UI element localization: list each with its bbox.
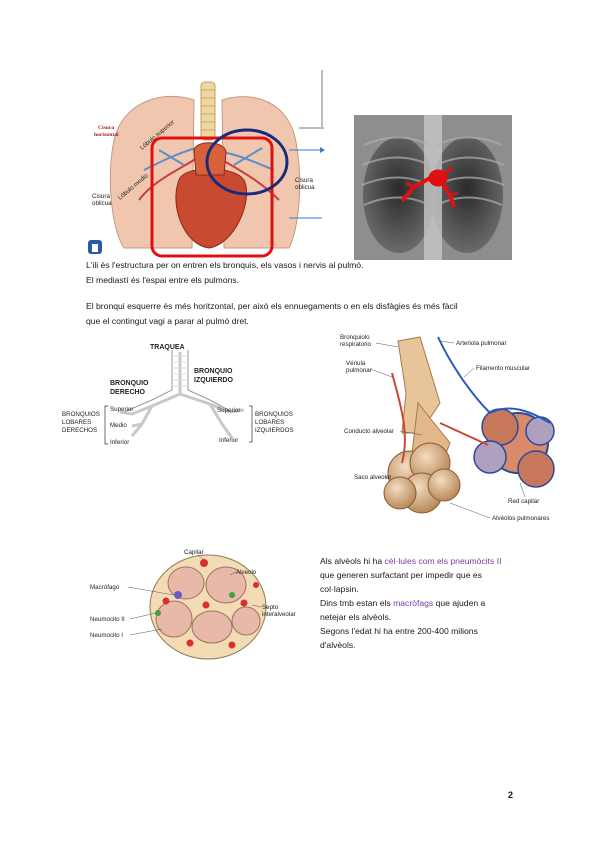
xray-left-lung (431, 137, 503, 253)
label-alveolos: Alvéolos pulmonares (492, 515, 549, 522)
label-bronquio-derecho-1: BRONQUIO (110, 380, 149, 387)
label-bronquio-izquierdo-1: BRONQUIO (194, 368, 233, 375)
bronchi-diagram: TRAQUEA BRONQUIO DERECHO BRONQUIO IZQUIE… (62, 344, 294, 446)
label-superior-right: Superior (110, 406, 133, 413)
hilum-highlight-box (150, 136, 274, 258)
aorta (193, 142, 227, 176)
side-text-highlight-macrophages: macròfags (393, 598, 434, 608)
label-inferior-left: Inferior (219, 437, 238, 444)
paragraph-mediastinum: El mediastí és l'espai entre els pulmons… (86, 275, 240, 285)
lungs-anatomy-figure: Cisura horizontal Lóbulo superior Lóbulo… (88, 70, 325, 258)
trachea (200, 81, 216, 141)
bracket-right (104, 405, 108, 445)
label-septo-2: interalveolar (262, 611, 296, 618)
alveoli-cells (155, 566, 261, 644)
label-oblique-fissure-left-2: oblicua (92, 200, 112, 207)
label-lobares-izquierdos-3: IZQUIERDOS (255, 427, 294, 434)
side-text-line-7: d'alvèols. (320, 640, 356, 650)
chest-xray-image (354, 115, 512, 260)
label-horizontal-fissure-2: horizontal (94, 132, 119, 138)
trachea-outline-right (187, 350, 233, 413)
side-text-line-5: netejar els alvèols. (320, 612, 392, 622)
label-bronquiolo-2: respiratorio (340, 341, 372, 348)
label-lobares-derechos-1: BRONQUIOS (62, 411, 100, 418)
neumocito-ii-cell (155, 610, 161, 616)
paragraph-hilum: L'ili és l'estructura per on entren els … (86, 260, 364, 270)
mediastinum-highlight-circle (205, 128, 289, 196)
cell-leader-lines (127, 554, 263, 636)
trachea-outline-left (123, 350, 173, 413)
label-inferior-right: Inferior (110, 439, 129, 446)
label-lobares-derechos-3: DERECHOS (62, 427, 97, 434)
bracket-left (249, 405, 253, 443)
alveolus-cells-diagram: Capilar Alveolo Macrófago Septo interalv… (90, 549, 296, 660)
alveoli-diagram: Bronquiolo respiratorio Arteriola pulmon… (340, 334, 555, 522)
macrofago-cell (174, 591, 182, 599)
label-medio: Medio (110, 422, 127, 429)
side-text-4c: que ajuden a (433, 598, 486, 608)
label-bronquiolo-1: Bronquiolo (340, 334, 370, 341)
xray-highlighted-bronchi (400, 165, 459, 208)
label-superior-left: Superior (217, 407, 240, 414)
label-alveolo: Alveolo (236, 569, 257, 576)
label-saco: Saco alveolar (354, 474, 392, 481)
alveoli-vessels (391, 336, 551, 464)
xray-spine (424, 115, 442, 260)
label-venula-1: Vénula (346, 360, 366, 367)
side-text-line-3: col·lapsin. (320, 584, 359, 594)
label-traquea: TRAQUEA (150, 344, 185, 351)
label-filamento: Filamento muscular (476, 365, 530, 372)
side-text-highlight-pneumocytes: cèl·lules com els pneumòcits II (384, 556, 502, 566)
label-red-capilar: Red capilar (508, 498, 539, 505)
label-lobares-izquierdos-2: LOBARES (255, 419, 284, 426)
label-oblique-fissure-left-1: Cisura (92, 193, 110, 200)
side-text-line-1: Als alvèols hi ha cèl·lules com els pneu… (320, 556, 502, 567)
leader-lines (369, 340, 526, 519)
label-conducto: Conducto alveolar (344, 428, 394, 435)
label-horizontal-fissure-1: Cisura (98, 125, 114, 131)
alveolar-sac (383, 442, 461, 514)
trachea-rings (172, 355, 188, 387)
paragraph-left-bronchus-2: que el contingut vagi a parar al pulmó d… (86, 316, 249, 326)
side-text-1a: Als alvèols hi ha (320, 556, 385, 566)
label-septo-1: Septo (262, 604, 279, 611)
side-text-4a: Dins tmb estan els (320, 598, 394, 608)
bronchi-tree (119, 352, 245, 439)
xray-right-lung (363, 137, 435, 253)
side-text-line-4: Dins tmb estan els macròfags que ajuden … (320, 598, 485, 609)
label-neumocito-ii: Neumocito II (90, 616, 125, 623)
label-arteriola: Arteriola pulmonar (456, 340, 507, 347)
label-oblique-fissure-right-1: Cisura (295, 177, 313, 184)
trachea-rings (201, 89, 215, 131)
label-macrofago: Macrófago (90, 584, 120, 591)
label-neumocito-i: Neumocito I (90, 632, 123, 639)
label-venula-2: pulmonar (346, 367, 372, 374)
capillaries (162, 559, 259, 649)
alveoli-capillary-cluster (473, 408, 555, 488)
label-lobares-izquierdos-1: BRONQUIOS (255, 411, 293, 418)
label-bronquio-derecho-2: DERECHO (110, 389, 146, 396)
label-lobares-derechos-2: LOBARES (62, 419, 91, 426)
label-capilar: Capilar (184, 549, 204, 556)
side-text-line-6: Segons l'edat hi ha entre 200-400 milion… (320, 626, 478, 636)
side-text-line-2: que generen surfactant per impedir que e… (320, 570, 482, 580)
label-bronquio-izquierdo-2: IZQUIERDO (194, 377, 233, 384)
page-number: 2 (508, 790, 514, 800)
label-oblique-fissure-right-2: oblicua (295, 184, 315, 191)
paragraph-left-bronchus-1: El bronqui esquerre és més horitzontal, … (86, 301, 458, 311)
